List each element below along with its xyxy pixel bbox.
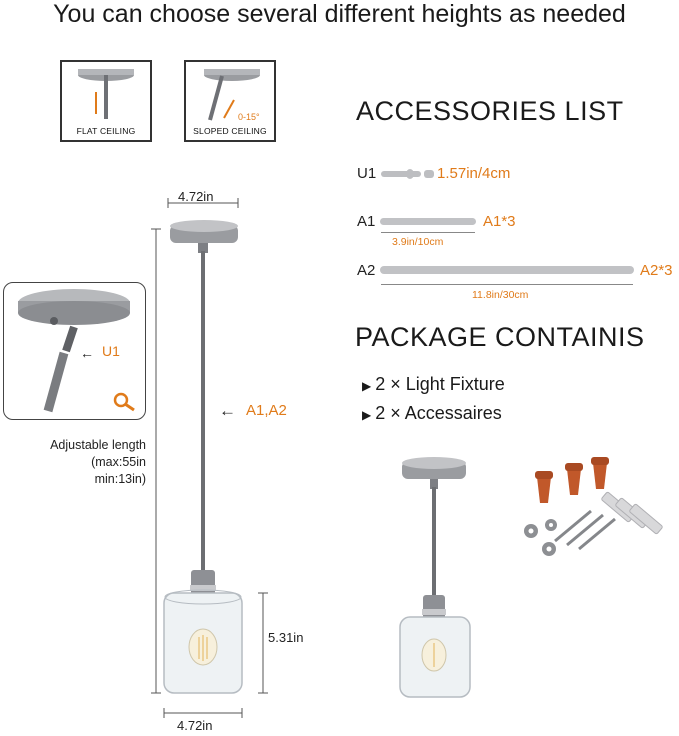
- sloped-ceiling-illustration: [204, 69, 260, 121]
- a1-dimension-line: [381, 232, 475, 233]
- wire-connector-icon: [565, 463, 583, 495]
- accessory-value-u1: 1.57in/4cm: [437, 165, 511, 182]
- flat-ceiling-label: FLAT CEILING: [76, 126, 136, 136]
- u1-part-icon: [381, 169, 434, 179]
- pendant-light-package: [399, 457, 471, 698]
- shade-width-label: 4.72in: [177, 718, 213, 733]
- a2-rod-icon: [380, 266, 634, 274]
- pendant-light-main: [151, 198, 268, 718]
- joint-detail-illustration: [18, 289, 130, 413]
- slope-angle-label: 0-15°: [238, 112, 260, 122]
- accessories-title: ACCESSORIES LIST: [356, 96, 624, 126]
- accessory-length-a1: 3.9in/10cm: [392, 236, 444, 248]
- arrow-left-icon: ←: [219, 401, 236, 420]
- wire-connector-icon: [535, 471, 553, 503]
- hardware-parts: [524, 457, 663, 556]
- triangle-bullet-icon: ▶: [362, 408, 372, 422]
- accessory-code-a2: A2: [357, 262, 376, 279]
- adjustable-length-label: Adjustable length: [50, 438, 146, 452]
- canopy-width-label: 4.72in: [178, 189, 214, 204]
- shade-height-label: 5.31in: [268, 630, 304, 645]
- package-item: ▶2 × Accessaires: [362, 403, 502, 424]
- arrow-left-icon: ←: [80, 345, 94, 361]
- adjustable-length-max: (max:55in: [91, 455, 146, 469]
- package-item: ▶2 × Light Fixture: [362, 374, 505, 395]
- accessory-code-a1: A1: [357, 213, 376, 230]
- adjustable-length-min: min:13in): [94, 472, 146, 486]
- joint-callout-label: U1: [102, 343, 120, 359]
- a2-dimension-line: [381, 284, 633, 285]
- joint-detail-box: ← U1: [3, 282, 146, 420]
- triangle-bullet-icon: ▶: [362, 379, 372, 393]
- flat-ceiling-illustration: [78, 69, 134, 119]
- rod-callout-label: A1,A2: [246, 402, 287, 419]
- accessory-code-u1: U1: [357, 165, 377, 182]
- package-item-label: 2 × Light Fixture: [375, 374, 505, 394]
- sloped-ceiling-label: SLOPED CEILING: [193, 126, 267, 136]
- accessory-length-a2: 11.8in/30cm: [472, 289, 529, 301]
- package-title: PACKAGE CONTAINIS: [355, 322, 645, 352]
- accessory-qty-a1: A1*3: [483, 213, 516, 230]
- magnifier-icon: [113, 392, 135, 412]
- a1-rod-icon: [380, 218, 476, 225]
- package-item-label: 2 × Accessaires: [375, 403, 502, 423]
- flat-ceiling-diagram: FLAT CEILING: [60, 60, 152, 142]
- sloped-ceiling-diagram: 0-15° SLOPED CEILING: [184, 60, 276, 142]
- wire-connector-icon: [591, 457, 609, 489]
- headline: You can choose several different heights…: [53, 0, 626, 28]
- adjustable-length-note: Adjustable length (max:55in min:13in): [20, 437, 146, 488]
- accessory-qty-a2: A2*3: [640, 262, 673, 279]
